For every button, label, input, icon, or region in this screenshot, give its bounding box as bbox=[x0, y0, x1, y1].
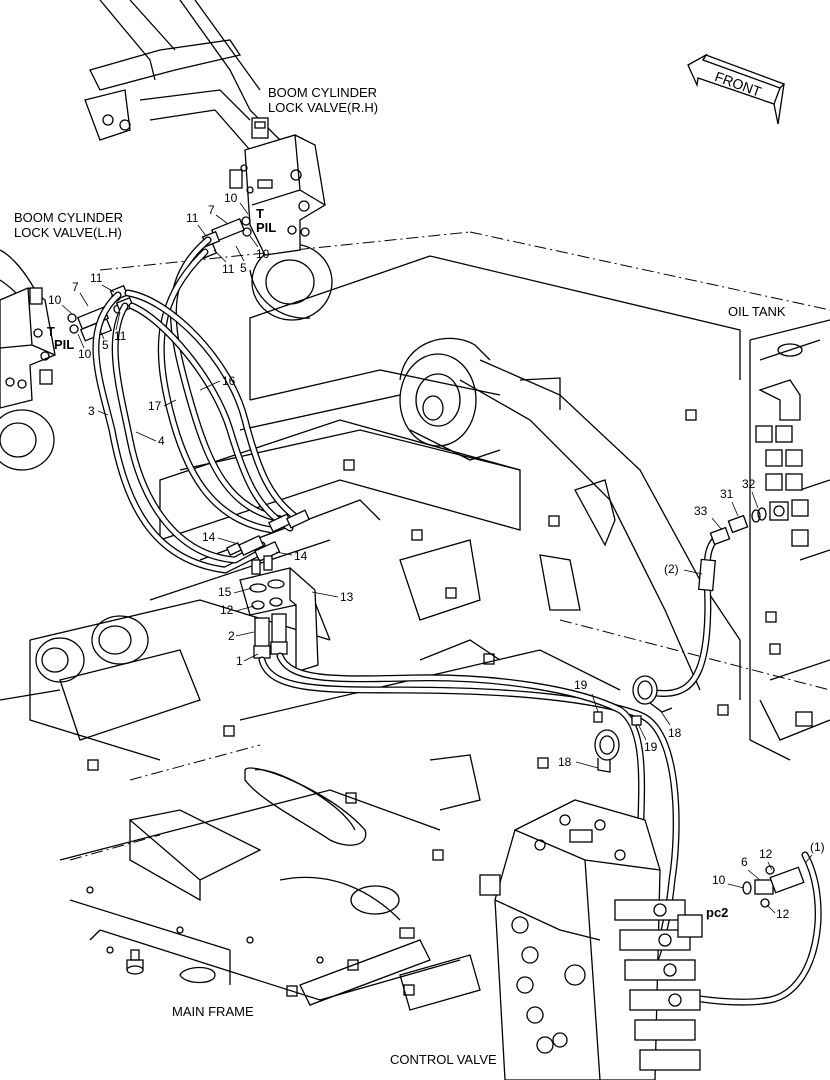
tee-fittings-14 bbox=[226, 509, 311, 575]
callout-10: 10 bbox=[256, 247, 270, 261]
callout-p1: (1) bbox=[810, 840, 825, 854]
callout-7: 7 bbox=[208, 203, 215, 217]
callout-2: 2 bbox=[228, 629, 235, 643]
callout-19: 19 bbox=[644, 740, 658, 754]
callout-31: 31 bbox=[720, 487, 734, 501]
callout-5: 5 bbox=[240, 261, 247, 275]
lock-valve-lh bbox=[0, 287, 56, 409]
pc2-fittings bbox=[742, 865, 805, 908]
lock-valve-rh bbox=[229, 117, 326, 256]
callout-19: 19 bbox=[574, 678, 588, 692]
callout-numbers: 10 7 11 11 5 10 11 10 7 11 5 10 16 3 17 … bbox=[48, 191, 825, 921]
callout-15: 15 bbox=[218, 585, 232, 599]
lower-fittings bbox=[253, 613, 288, 659]
callout-10: 10 bbox=[712, 873, 726, 887]
rh-valve-fittings bbox=[198, 216, 252, 260]
callout-3: 3 bbox=[88, 404, 95, 418]
callout-10: 10 bbox=[78, 347, 92, 361]
callout-17: 17 bbox=[148, 399, 162, 413]
boom-lh-title-line2: LOCK VALVE(L.H) bbox=[14, 225, 122, 240]
boom-structure bbox=[0, 0, 333, 471]
callout-11: 11 bbox=[114, 329, 127, 343]
port-pc2: pc2 bbox=[706, 905, 728, 920]
callout-16: 16 bbox=[222, 374, 236, 388]
callout-14: 14 bbox=[294, 549, 308, 563]
callout-32: 32 bbox=[742, 477, 756, 491]
hose-bundle-lower bbox=[258, 536, 822, 1006]
callout-11: 11 bbox=[186, 211, 199, 225]
callout-33: 33 bbox=[694, 504, 708, 518]
callout-1: 1 bbox=[236, 654, 243, 668]
hose-bundle-upper bbox=[92, 236, 304, 574]
oil-tank-title: OIL TANK bbox=[728, 304, 786, 319]
main-frame-title: MAIN FRAME bbox=[172, 1004, 254, 1019]
callout-7: 7 bbox=[72, 280, 79, 294]
callout-18: 18 bbox=[558, 755, 572, 769]
port-t-rh: T bbox=[256, 206, 264, 221]
main-frame-structure bbox=[0, 231, 830, 1011]
callout-4: 4 bbox=[158, 434, 165, 448]
boom-rh-title-line2: LOCK VALVE(R.H) bbox=[268, 100, 378, 115]
callout-18: 18 bbox=[668, 726, 682, 740]
callout-13: 13 bbox=[340, 590, 354, 604]
oil-tank-fittings bbox=[709, 379, 809, 547]
callout-14: 14 bbox=[202, 530, 216, 544]
callout-12: 12 bbox=[759, 847, 773, 861]
front-arrow-icon: FRONT bbox=[687, 53, 786, 125]
callout-10: 10 bbox=[224, 191, 238, 205]
callout-10: 10 bbox=[48, 293, 62, 307]
callout-12: 12 bbox=[776, 907, 790, 921]
callout-6: 6 bbox=[741, 855, 748, 869]
callout-12: 12 bbox=[220, 603, 234, 617]
control-valve-title: CONTROL VALVE bbox=[390, 1052, 497, 1067]
callout-p2: (2) bbox=[664, 562, 679, 576]
port-pil-lh: PIL bbox=[54, 337, 74, 352]
hose-clamps bbox=[593, 675, 673, 773]
boom-lh-title-line1: BOOM CYLINDER bbox=[14, 210, 123, 225]
port-pil-rh: PIL bbox=[256, 220, 276, 235]
callout-11: 11 bbox=[222, 262, 235, 276]
bracket-13 bbox=[239, 567, 319, 673]
callout-11: 11 bbox=[90, 271, 103, 285]
control-valve-body bbox=[479, 799, 703, 1080]
callout-5: 5 bbox=[102, 338, 109, 352]
boom-rh-title-line1: BOOM CYLINDER bbox=[268, 85, 377, 100]
port-t-lh: T bbox=[47, 324, 55, 339]
